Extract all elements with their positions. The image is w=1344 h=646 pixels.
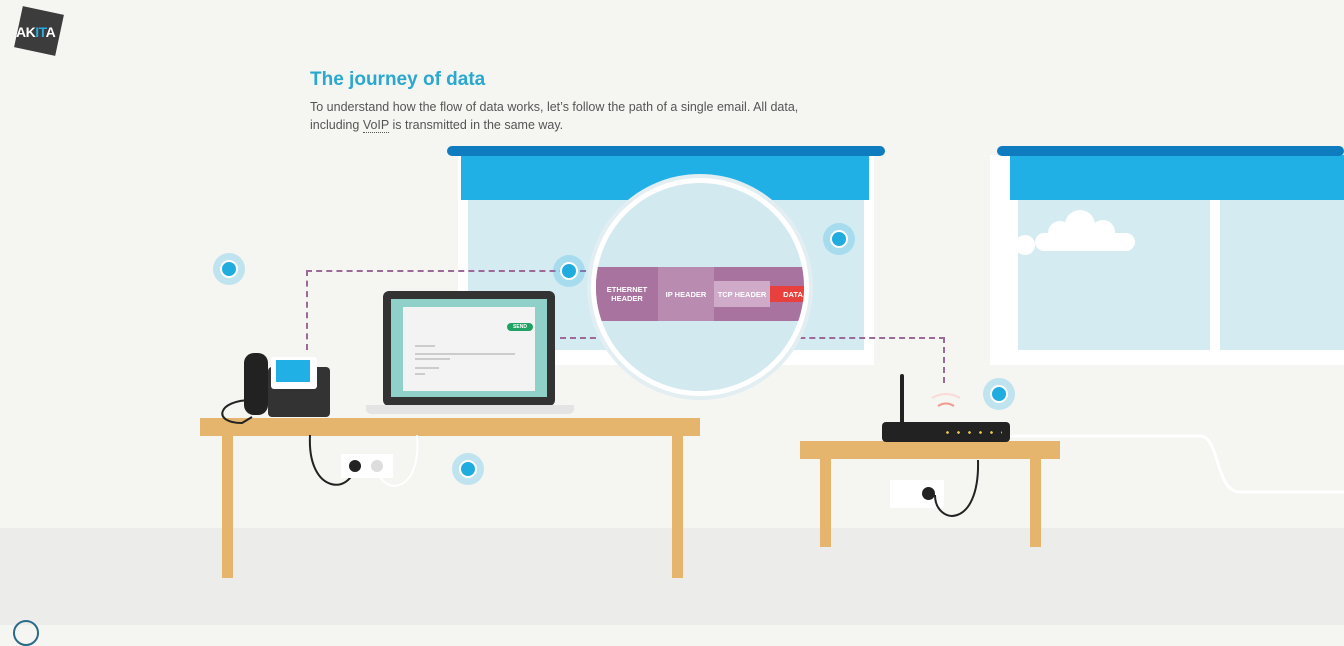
desk [200,418,700,436]
window-blind [1010,155,1344,200]
blind-rail [447,146,885,156]
table-leg [820,459,831,547]
power-socket-icon [341,454,393,478]
data-path [306,270,586,350]
hotspot-power[interactable] [452,453,484,485]
ip-header-segment[interactable]: IP HEADER [658,267,714,321]
laptop-icon: SEND [383,291,555,406]
logo-text: AKITA [16,24,56,40]
voip-abbr[interactable]: VoIP [362,118,390,133]
cloud-icon [1015,210,1135,255]
desk-leg [222,436,233,578]
packet: ETHERNET HEADER IP HEADER TCP HEADER DAT… [596,267,804,321]
hotspot-icon [220,260,238,278]
ethernet-header-segment[interactable]: ETHERNET HEADER [596,267,658,321]
hotspot-icon [990,385,1008,403]
intro-text: To understand how the flow of data works… [310,100,799,133]
email-window: SEND [403,307,535,391]
tcp-header-segment[interactable]: TCP HEADER [714,281,770,307]
send-button[interactable]: SEND [507,323,533,331]
blind-rail [997,146,1344,156]
hotspot-icon [459,460,477,478]
router-icon [882,372,1012,442]
table-leg [1030,459,1041,547]
power-socket-icon [890,480,944,508]
hotspot-router[interactable] [983,378,1015,410]
hotspot-phone[interactable] [213,253,245,285]
hotspot-icon [560,262,578,280]
hotspot-internet[interactable] [823,223,855,255]
laptop-base [366,405,574,414]
data-segment[interactable]: DATA [770,286,804,302]
desk-leg [672,436,683,578]
packet-magnifier: ETHERNET HEADER IP HEADER TCP HEADER DAT… [591,178,809,396]
hotspot-packet[interactable] [553,255,585,287]
router-cables [934,434,1344,517]
scroll-indicator[interactable] [13,620,39,646]
page-title: The journey of data [310,69,486,90]
hotspot-icon [830,230,848,248]
phone-icon [244,353,330,417]
window-mullion [1210,200,1220,350]
side-table [800,441,1060,459]
